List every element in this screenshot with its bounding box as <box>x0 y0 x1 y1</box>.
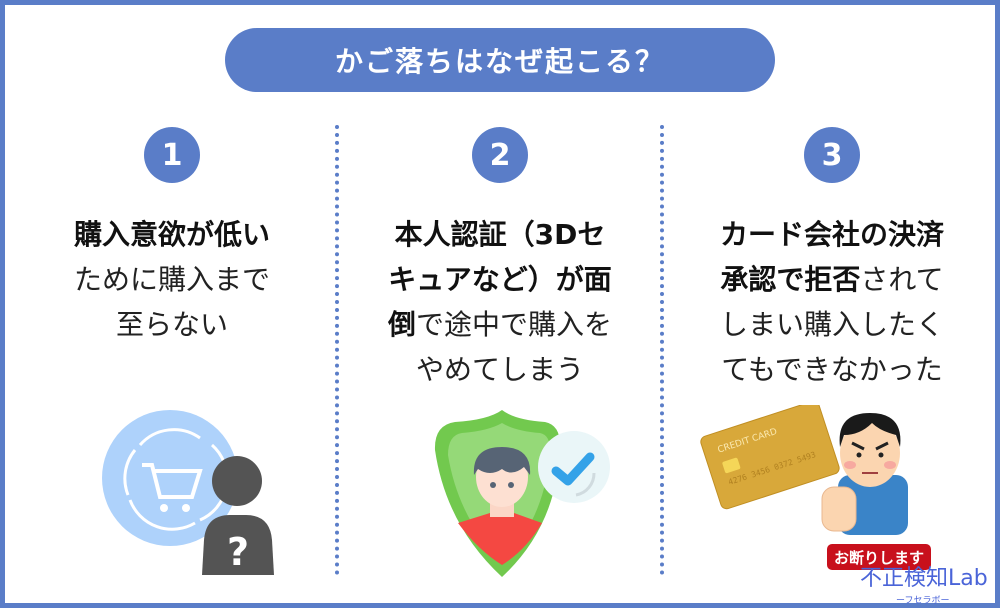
reason-text-1: 購入意欲が低いために購入まで至らない <box>22 212 322 347</box>
text-line: キュアなど）が面 <box>350 257 650 302</box>
text-line: 倒で途中で購入を <box>350 302 650 347</box>
text-segment: で途中で購入を <box>416 308 613 341</box>
text-line: 至らない <box>22 302 322 347</box>
bold-text-segment: 承認で拒否 <box>720 263 861 296</box>
text-line: 購入意欲が低い <box>22 212 322 257</box>
bold-text-segment: 本人認証（3Dセ <box>394 218 606 251</box>
text-line: 承認で拒否されて <box>682 257 982 302</box>
logo-subtext: ーフセラボー <box>896 596 950 606</box>
step-number-2: 2 <box>472 127 528 183</box>
bold-text-segment: キュアなど）が面 <box>388 263 612 296</box>
text-line: しまい購入したく <box>682 302 982 347</box>
text-line: ために購入まで <box>22 257 322 302</box>
text-line: カード会社の決済 <box>682 212 982 257</box>
bold-text-segment: 倒 <box>387 308 416 341</box>
shield-user-check-icon <box>434 410 610 577</box>
text-segment: 至らない <box>115 308 228 341</box>
text-segment: やめてしまう <box>415 353 584 386</box>
credit-card-refusal-icon: CREDIT CARD 4276 3456 0372 5493 <box>700 405 908 535</box>
page-title: かご落ちはなぜ起こる？ <box>225 28 775 92</box>
text-segment: てもできなかった <box>721 353 943 386</box>
column-divider <box>335 125 339 575</box>
refusal-badge: お断りします <box>827 544 931 570</box>
bold-text-segment: カード会社の決済 <box>719 218 944 251</box>
bold-text-segment: 購入意欲が低い <box>73 218 270 251</box>
svg-text:?: ? <box>227 530 249 574</box>
logo-text: 不正検知Lab <box>860 566 988 591</box>
text-segment: されて <box>860 263 944 296</box>
column-divider <box>660 125 664 575</box>
text-line: 本人認証（3Dセ <box>350 212 650 257</box>
text-line: やめてしまう <box>350 347 650 392</box>
reason-text-2: 本人認証（3Dセキュアなど）が面倒で途中で購入をやめてしまう <box>350 212 650 392</box>
reason-text-3: カード会社の決済承認で拒否されてしまい購入したくてもできなかった <box>682 212 982 392</box>
text-segment: しまい購入したく <box>719 308 944 341</box>
text-segment: ために購入まで <box>73 263 270 296</box>
text-line: てもできなかった <box>682 347 982 392</box>
step-number-1: 1 <box>144 127 200 183</box>
step-number-3: 3 <box>804 127 860 183</box>
cart-person-question-icon: ? <box>102 410 274 575</box>
